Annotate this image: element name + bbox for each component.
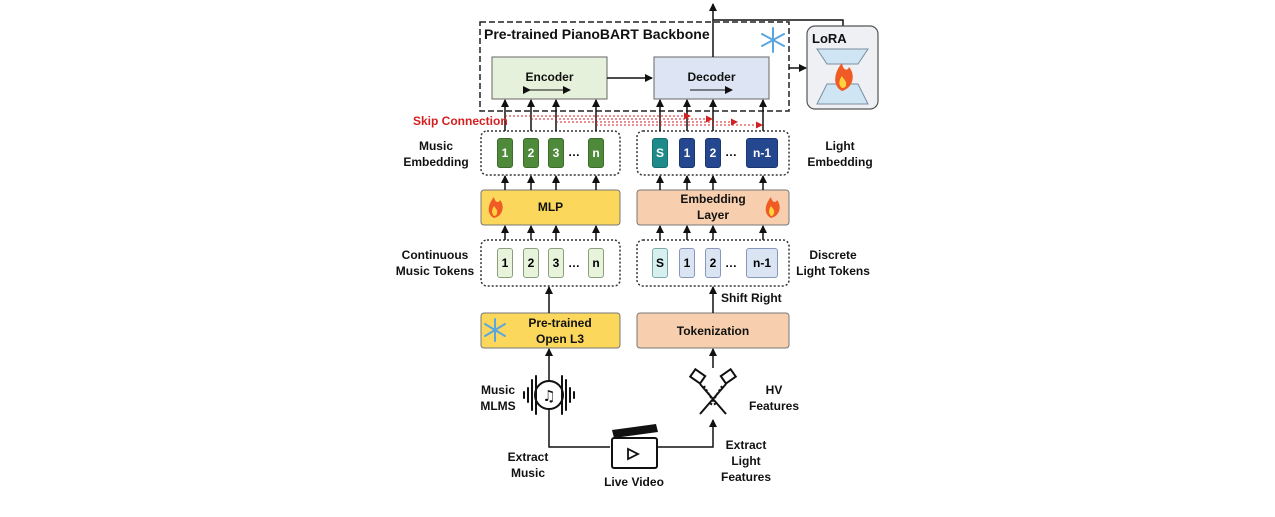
decoder-box bbox=[653, 56, 770, 100]
light-embedding-ellipsis: … bbox=[725, 145, 737, 159]
lora-feedback-line bbox=[713, 19, 844, 26]
discrete-token: 2 bbox=[705, 248, 721, 278]
music-embedding-token: 3 bbox=[548, 138, 564, 168]
discrete-token: 1 bbox=[679, 248, 695, 278]
embedding-flame-icon bbox=[765, 197, 780, 218]
mlp-label: MLP bbox=[537, 200, 564, 214]
video-to-light-line bbox=[658, 419, 717, 448]
light-embedding-token: 2 bbox=[705, 138, 721, 168]
svg-text:♫: ♫ bbox=[542, 387, 555, 405]
music-embedding-token: n bbox=[588, 138, 604, 168]
music-embedding-frame bbox=[480, 130, 621, 176]
lora-flame-icon bbox=[835, 63, 853, 91]
skip-connection-lines bbox=[505, 112, 763, 129]
video-to-music-line bbox=[548, 430, 610, 448]
stage-lights-icon bbox=[688, 367, 738, 415]
discrete-token: S bbox=[652, 248, 668, 278]
music-embedding-ellipsis: … bbox=[568, 145, 580, 159]
light-embedding-token: S bbox=[652, 138, 668, 168]
continuous-token: n bbox=[588, 248, 604, 278]
mlp-box bbox=[480, 189, 621, 226]
lora-label: LoRA bbox=[812, 31, 847, 46]
music-embedding-token: 1 bbox=[497, 138, 513, 168]
decoder-label: Decoder bbox=[687, 70, 736, 84]
continuous-ellipsis: … bbox=[568, 256, 580, 270]
continuous-token: 2 bbox=[523, 248, 539, 278]
backbone-title: Pre-trained PianoBART Backbone bbox=[484, 26, 710, 42]
encoder-label: Encoder bbox=[525, 70, 574, 84]
live-video-label: Live Video bbox=[604, 475, 664, 489]
clapperboard-icon bbox=[611, 424, 658, 469]
shift-right-label: Shift Right bbox=[721, 291, 782, 305]
backbone-frame bbox=[479, 21, 790, 112]
light-embedding-token: n-1 bbox=[746, 138, 778, 168]
discrete-ellipsis: … bbox=[725, 256, 737, 270]
light-arrows bbox=[656, 99, 767, 368]
music-embedding-token: 2 bbox=[523, 138, 539, 168]
continuous-token: 1 bbox=[497, 248, 513, 278]
light-embedding-token: 1 bbox=[679, 138, 695, 168]
openl3-snowflake-icon bbox=[484, 318, 506, 342]
skip-connection-label: Skip Connection bbox=[413, 114, 508, 128]
discrete-token: n-1 bbox=[746, 248, 778, 278]
music-waveform-icon: ♫ bbox=[523, 375, 575, 415]
frozen-snowflake-icon bbox=[761, 27, 785, 53]
tokenization-label: Tokenization bbox=[676, 324, 750, 338]
continuous-token: 3 bbox=[548, 248, 564, 278]
lora-upper-trapezoid bbox=[816, 48, 869, 65]
continuous-tokens-frame bbox=[480, 239, 621, 287]
mlp-flame-icon bbox=[488, 197, 503, 218]
